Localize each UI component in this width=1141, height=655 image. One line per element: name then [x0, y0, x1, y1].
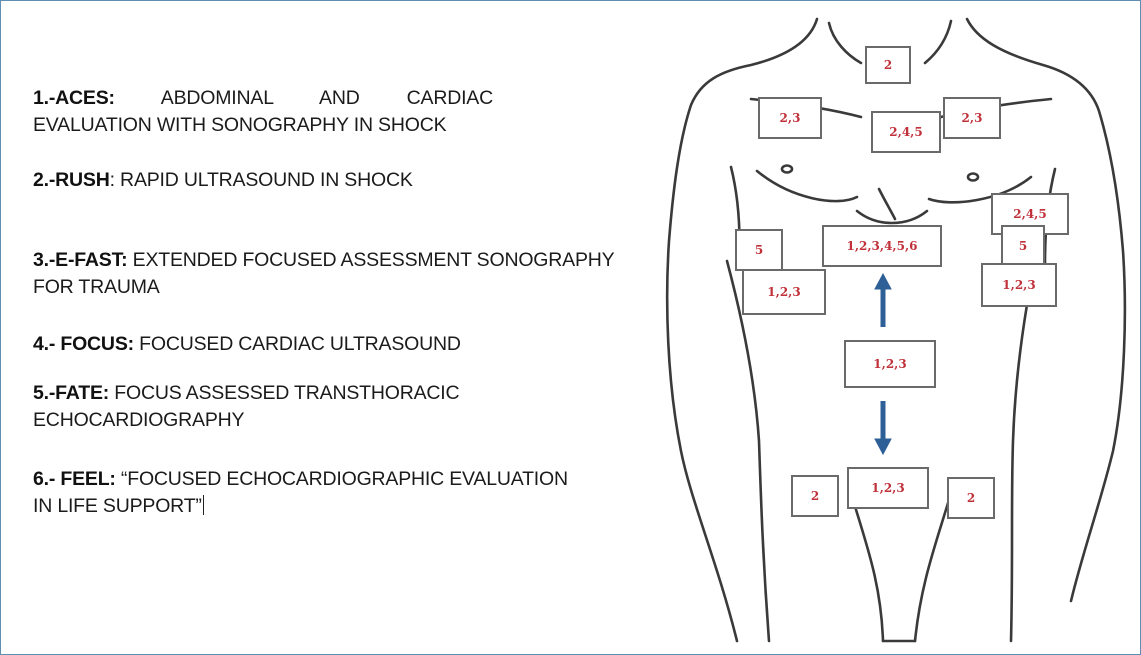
zone-left-upper-chest: 2,3 — [943, 97, 1001, 139]
sternum-line — [879, 189, 895, 219]
protocol-aces: 1.-ACES: ABDOMINAL AND CARDIAC EVALUATIO… — [33, 85, 493, 139]
zone-pelvis: 1,2,3 — [847, 467, 929, 509]
left-arm-inner — [727, 261, 769, 641]
text-cursor — [203, 495, 204, 515]
protocol-abbr: 1.-ACES: — [33, 87, 115, 109]
zone-right-upper-chest: 2,3 — [758, 97, 822, 139]
zone-left-flank: 1,2,3 — [981, 263, 1057, 307]
lower-arrow-head — [875, 439, 891, 454]
protocol-abbr: 2.-RUSH — [33, 169, 110, 191]
zone-left-axillary: 5 — [1001, 225, 1045, 267]
protocol-focus: 4.- FOCUS: FOCUSED CARDIAC ULTRASOUND — [33, 331, 461, 358]
protocol-abbr: 4.- FOCUS: — [33, 333, 134, 355]
protocol-description: “FOCUSED ECHOCARDIOGRAPHIC EVALUATION — [116, 468, 568, 490]
protocol-fate: 5.-FATE: FOCUS ASSESSED TRANSTHORACIC EC… — [33, 380, 459, 434]
zone-mid-abdomen: 1,2,3 — [844, 340, 936, 388]
protocol-feel: 6.- FEEL: “FOCUSED ECHOCARDIOGRAPHIC EVA… — [33, 466, 568, 520]
protocol-aces-line1: 1.-ACES: ABDOMINAL AND CARDIAC — [33, 85, 493, 112]
left-inguinal-line — [851, 493, 883, 641]
protocol-description: FOCUS ASSESSED TRANSTHORACIC — [109, 382, 459, 404]
protocol-abbr: 5.-FATE: — [33, 382, 109, 404]
zone-right-flank: 1,2,3 — [742, 269, 826, 315]
left-pectoral — [757, 171, 857, 201]
right-neck — [925, 21, 951, 63]
torso-diagram: 2 2,3 2,4,5 2,3 2,4,5 5 1,2,3,4,5,6 5 1,… — [651, 1, 1140, 654]
protocol-description-line2: ECHOCARDIOGRAPHY — [33, 409, 244, 431]
zone-mid-chest: 2,4,5 — [871, 111, 941, 153]
left-nipple — [782, 166, 792, 173]
protocol-abbr: 3.-E-FAST: — [33, 249, 127, 271]
zone-left-groin: 2 — [947, 477, 995, 519]
right-arm-inner — [1011, 261, 1035, 641]
zone-right-groin: 2 — [791, 475, 839, 517]
protocol-description: FOCUSED CARDIAC ULTRASOUND — [134, 333, 461, 355]
protocol-description: ABDOMINAL AND CARDIAC — [161, 87, 493, 109]
protocol-efast: 3.-E-FAST: EXTENDED FOCUSED ASSESSMENT S… — [33, 247, 614, 301]
torso-outline-drawing — [651, 1, 1140, 654]
protocol-description-line2: IN LIFE SUPPORT” — [33, 495, 202, 517]
protocol-description: : RAPID ULTRASOUND IN SHOCK — [110, 169, 413, 191]
zone-neck: 2 — [865, 46, 911, 84]
upper-arrow-head — [875, 274, 891, 289]
zone-right-axillary: 5 — [735, 229, 783, 271]
right-nipple — [968, 174, 978, 181]
right-inguinal-line — [915, 493, 951, 641]
protocol-rush: 2.-RUSH: RAPID ULTRASOUND IN SHOCK — [33, 167, 413, 194]
zone-subxiphoid: 1,2,3,4,5,6 — [822, 225, 942, 267]
protocol-description: EXTENDED FOCUSED ASSESSMENT SONOGRAPHY — [127, 249, 614, 271]
protocol-description-line2: FOR TRAUMA — [33, 276, 160, 298]
left-neck — [829, 23, 861, 63]
protocol-abbr: 6.- FEEL: — [33, 468, 116, 490]
protocol-description-line2: EVALUATION WITH SONOGRAPHY IN SHOCK — [33, 114, 446, 136]
